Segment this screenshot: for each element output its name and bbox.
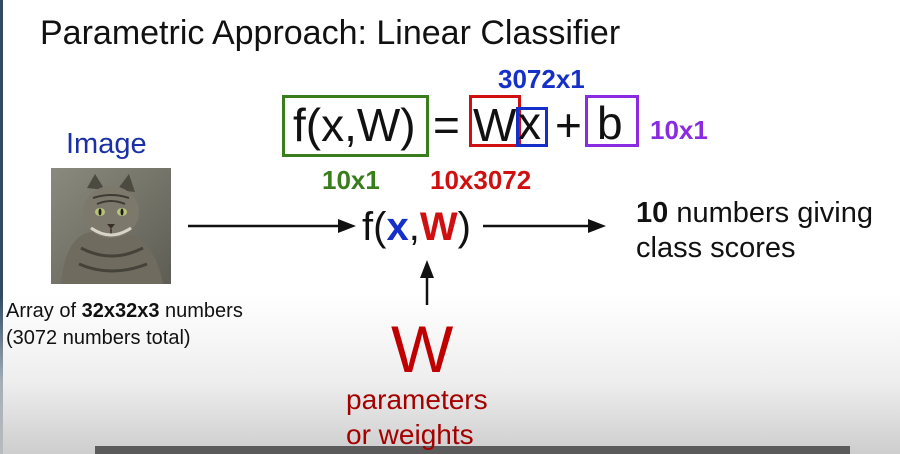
function-expression: f(x,W) [362, 205, 471, 250]
weights-symbol: W [391, 312, 454, 386]
function-comma: , [408, 205, 420, 249]
equation-plus: + [555, 99, 582, 151]
x-box [516, 107, 548, 147]
array-caption-prefix: Array of [6, 300, 82, 322]
input-arrow [188, 219, 356, 233]
array-caption-line2: (3072 numbers total) [6, 327, 191, 349]
array-caption-dims: 32x32x3 [81, 300, 160, 322]
array-caption: Array of 32x32x3 numbers (3072 numbers t… [6, 298, 243, 352]
b-box [585, 95, 639, 147]
video-overlay-gradient [0, 295, 900, 454]
video-progress-bar[interactable] [95, 446, 850, 454]
function-x: x [386, 205, 409, 249]
weights-description: parameters or weights [346, 382, 488, 452]
array-caption-suffix: numbers [159, 300, 243, 322]
f-box [282, 95, 429, 157]
image-label: Image [66, 128, 147, 160]
function-close: ) [457, 205, 471, 249]
output-line2: class scores [636, 232, 796, 264]
weights-line1: parameters [346, 384, 488, 415]
w-box [469, 95, 521, 147]
w-dimension-label: 10x3072 [430, 165, 532, 195]
equation-lhs: f(x,W) [293, 99, 416, 151]
equation-b-term: b [597, 97, 623, 149]
output-arrow [483, 219, 606, 233]
equation-x-term: x [518, 97, 541, 149]
function-w: W [419, 205, 458, 249]
weights-arrow [420, 260, 434, 305]
b-dimension-label: 10x1 [650, 115, 708, 145]
output-line1: 10 numbers giving [636, 196, 873, 231]
equation-equals: = [433, 99, 460, 151]
function-open: f( [362, 205, 387, 249]
output-description: 10 numbers giving class scores [636, 196, 873, 266]
equation-w-term: W [473, 99, 517, 151]
f-dimension-label: 10x1 [322, 165, 380, 195]
slide-title: Parametric Approach: Linear Classifier [40, 14, 621, 52]
cat-image [51, 168, 171, 284]
slide-left-edge [0, 0, 3, 454]
array-caption-line1: Array of 32x32x3 numbers [6, 298, 243, 325]
output-rest: numbers giving [668, 197, 873, 229]
weights-line2: or weights [346, 419, 474, 450]
x-dimension-label: 3072x1 [498, 64, 585, 94]
output-count: 10 [636, 197, 669, 229]
